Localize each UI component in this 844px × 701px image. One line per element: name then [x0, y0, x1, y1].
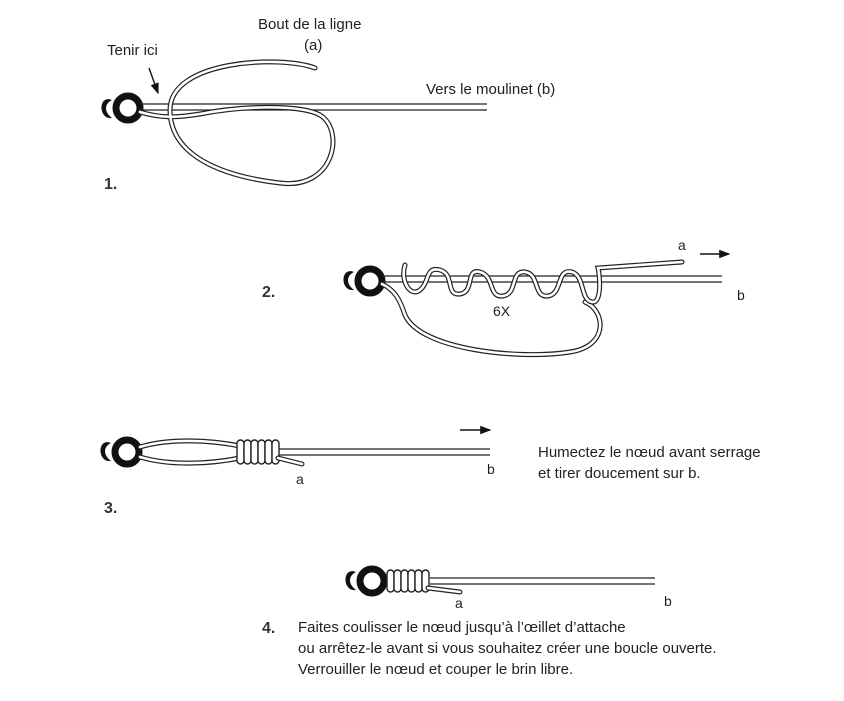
step1-drawing	[101, 59, 487, 186]
step-3-note-line-1: Humectez le nœud avant serrage	[538, 444, 761, 461]
hook-eye-icon	[100, 436, 143, 468]
main-line	[430, 577, 655, 585]
label-b: b	[487, 461, 495, 477]
step2-drawing	[343, 249, 731, 358]
tag-end-letter: (a)	[304, 37, 323, 54]
loop	[379, 281, 603, 358]
step-4-line-3: Verrouiller le nœud et couper le brin li…	[298, 661, 574, 678]
label-a: a	[296, 471, 304, 487]
label-b: b	[664, 593, 672, 609]
hook-eye-icon	[101, 92, 144, 124]
main-line	[382, 275, 722, 283]
loop	[137, 438, 243, 466]
hook-eye-icon	[345, 565, 388, 597]
step-1-number: 1.	[104, 176, 118, 193]
tag-end	[275, 455, 305, 467]
step-2-number: 2.	[262, 284, 276, 301]
coil	[236, 439, 280, 465]
label-a: a	[678, 237, 686, 253]
step-3-note-line-2: et tirer doucement sur b.	[538, 465, 701, 482]
wraps	[401, 259, 685, 305]
step-4-instructions: Faites coulisser le nœud jusqu’à l’œille…	[298, 617, 717, 680]
hold-arrow	[148, 67, 159, 95]
label-a: a	[455, 595, 463, 611]
turns-label: 6X	[493, 303, 511, 319]
hook-eye-icon	[343, 265, 386, 297]
hold-label: Tenir ici	[107, 42, 158, 59]
coil	[386, 569, 430, 593]
tag-end-label: Bout de la ligne	[258, 16, 362, 33]
step-4-line-2: ou arrêtez-le avant si vous souhaitez cr…	[298, 640, 717, 657]
step-3-number: 3.	[104, 500, 118, 517]
step4-drawing	[345, 565, 655, 597]
step3-drawing	[100, 425, 492, 468]
step-3-note: Humectez le nœud avant serrage et tirer …	[538, 442, 761, 484]
main-line	[140, 103, 487, 111]
tag-end-loop	[137, 59, 336, 186]
reel-label: Vers le moulinet (b)	[426, 81, 556, 98]
label-b: b	[737, 287, 745, 303]
main-line	[270, 448, 490, 456]
step-4-line-1: Faites coulisser le nœud jusqu’à l’œille…	[298, 619, 626, 636]
tag-end	[425, 585, 463, 595]
step-4-number: 4.	[262, 620, 276, 637]
